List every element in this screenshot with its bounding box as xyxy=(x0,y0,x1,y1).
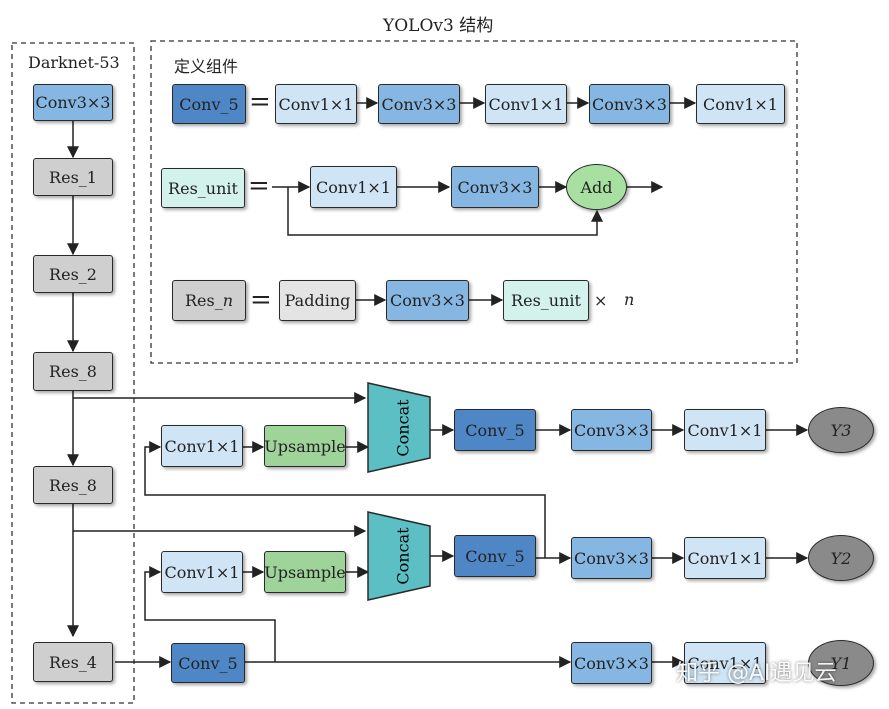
def-resn-name: Res_n xyxy=(172,280,246,321)
backbone-res2: Res_2 xyxy=(33,255,113,293)
def-resunit-add: Add xyxy=(566,164,627,210)
definitions-title: 定义组件 xyxy=(174,57,239,76)
backbone-conv3x3: Conv3×3 xyxy=(33,84,113,121)
def-resn-prefix: Res_ xyxy=(184,291,223,310)
y3-conv1x1: Conv1×1 xyxy=(684,409,766,451)
y2-upsample-conv1x1: Conv1×1 xyxy=(161,551,243,593)
def-resn-times: × xyxy=(594,291,608,310)
y3-output: Y3 xyxy=(808,407,874,453)
y1-conv3x3: Conv3×3 xyxy=(571,642,652,684)
def-conv5-step-5: Conv1×1 xyxy=(696,84,785,124)
diagram-title: YOLOv3 结构 xyxy=(383,16,494,36)
y1-output: Y1 xyxy=(808,640,874,686)
y2-conv1x1: Conv1×1 xyxy=(684,537,766,579)
def-resn-equals: = xyxy=(250,285,272,315)
def-conv5-step-3: Conv1×1 xyxy=(485,84,567,124)
backbone-res8-b: Res_8 xyxy=(33,466,113,504)
y2-upsample: Upsample xyxy=(264,551,346,593)
y1-conv5: Conv_5 xyxy=(171,643,245,683)
def-resunit-name: Res_unit xyxy=(161,168,245,208)
concat-block-y2 xyxy=(367,511,431,601)
y2-conv3x3: Conv3×3 xyxy=(571,537,652,579)
y3-upsample: Upsample xyxy=(264,425,346,467)
watermark: 知乎 @AI遇见云 xyxy=(676,661,837,686)
def-conv5-name: Conv_5 xyxy=(172,84,246,124)
def-resn-times-var: n xyxy=(624,290,635,309)
darknet-frame xyxy=(11,42,135,704)
concat-block-y3 xyxy=(367,382,431,473)
backbone-res4: Res_4 xyxy=(33,642,113,682)
concat-label-y2: Concat xyxy=(394,527,413,585)
def-conv5-step-4: Conv3×3 xyxy=(589,84,670,124)
y3-conv3x3: Conv3×3 xyxy=(571,409,652,451)
def-resn-step-3: Res_unit xyxy=(503,280,589,321)
def-conv5-step-1: Conv1×1 xyxy=(275,84,357,124)
y2-output: Y2 xyxy=(808,535,874,581)
def-resunit-equals: = xyxy=(248,171,270,201)
darknet-title: Darknet-53 xyxy=(28,53,120,72)
def-resunit-step-1: Conv1×1 xyxy=(310,166,397,208)
def-resn-step-1: Padding xyxy=(279,280,356,321)
concat-label-y3: Concat xyxy=(394,399,413,457)
def-conv5-step-2: Conv3×3 xyxy=(378,84,460,124)
definitions-frame xyxy=(150,40,798,364)
y2-conv5: Conv_5 xyxy=(454,535,536,577)
def-resunit-step-2: Conv3×3 xyxy=(451,166,539,208)
def-resn-var: n xyxy=(222,291,234,310)
backbone-res8-a: Res_8 xyxy=(33,352,113,391)
def-conv5-equals: = xyxy=(249,87,271,117)
y1-conv1x1: Conv1×1 xyxy=(684,642,766,684)
y3-conv5: Conv_5 xyxy=(454,409,536,451)
y3-upsample-conv1x1: Conv1×1 xyxy=(161,425,243,467)
def-resn-step-2: Conv3×3 xyxy=(386,280,469,321)
backbone-res1: Res_1 xyxy=(33,158,113,196)
